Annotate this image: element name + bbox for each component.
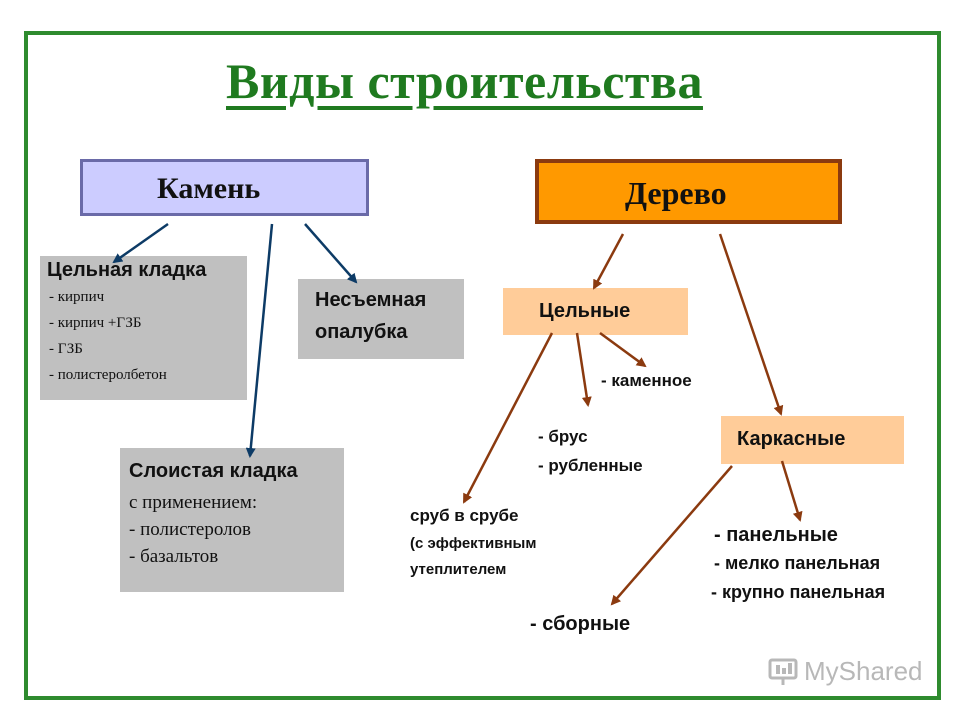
list-item: - кирпич: [49, 289, 105, 305]
formwork-line2: опалубка: [315, 321, 408, 343]
frame-wood-label: Каркасные: [737, 428, 846, 450]
green-frame: [24, 31, 941, 700]
stone-label: Камень: [157, 172, 261, 205]
layered-masonry-box: Слоистая кладка с применением: - полисте…: [120, 448, 344, 592]
list-item: - полистеролов: [129, 519, 252, 540]
wood-box: Дерево: [535, 159, 842, 224]
layered-masonry-subtitle: с применением:: [129, 492, 258, 513]
arrow-frame-prefab: [610, 465, 733, 606]
arrow-stone-layered: [245, 223, 274, 458]
small-panel-item: - мелко панельная: [714, 553, 881, 573]
beam-item: - брус: [538, 427, 588, 446]
wood-label: Дерево: [625, 175, 727, 211]
frame-wood-box: Каркасные: [721, 416, 904, 464]
arrow-frame-panel: [780, 460, 803, 522]
chopped-item: - рубленные: [538, 456, 643, 475]
arrow-solid-beam: [575, 332, 592, 407]
arrow-wood-frame: [718, 233, 784, 416]
log-in-log-line3: утеплителем: [410, 561, 507, 578]
list-item: - ГЗБ: [49, 341, 83, 357]
prefab-item: - сборные: [530, 613, 631, 635]
list-item: - кирпич +ГЗБ: [49, 315, 142, 331]
solid-masonry-heading: Цельная кладка: [47, 259, 207, 281]
stone-wood-item: - каменное: [601, 371, 692, 390]
solid-wood-label: Цельные: [539, 300, 631, 322]
formwork-line1: Несъемная: [315, 289, 427, 311]
arrow-stone-solid: [112, 222, 169, 264]
page-title: Виды строительства: [226, 53, 703, 109]
layered-masonry-heading: Слоистая кладка: [129, 460, 298, 482]
panel-item: - панельные: [714, 524, 838, 546]
log-in-log-line1: сруб в срубе: [410, 506, 519, 525]
solid-masonry-box: Цельная кладка - кирпич - кирпич +ГЗБ - …: [40, 256, 247, 400]
arrow-stone-formwork: [304, 223, 358, 284]
presentation-icon: [768, 658, 798, 685]
large-panel-item: - крупно панельная: [711, 582, 886, 602]
list-item: - полистеролбетон: [49, 367, 167, 383]
arrow-solid-log: [462, 332, 554, 504]
solid-wood-box: Цельные: [503, 288, 688, 335]
stone-box: Камень: [80, 159, 369, 216]
arrow-wood-solid: [592, 233, 625, 290]
list-item: - базальтов: [129, 546, 219, 567]
log-in-log-line2: (с эффективным: [410, 535, 537, 552]
logo-text: MyShared: [804, 656, 923, 686]
formwork-box: Несъемная опалубка: [298, 279, 464, 359]
myshared-logo: MyShared: [768, 656, 923, 687]
arrow-solid-stone: [599, 331, 647, 368]
